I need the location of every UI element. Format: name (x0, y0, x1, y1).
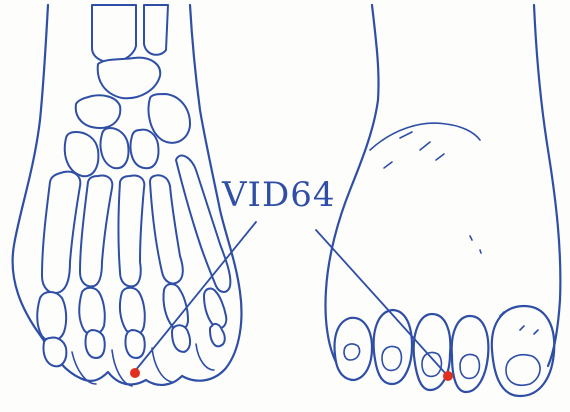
toe-little (335, 318, 372, 380)
tibia-bone (92, 5, 136, 62)
phalanx-4-proximal (163, 284, 188, 330)
leader-line-left (135, 222, 256, 371)
metatarsal-2 (80, 176, 112, 287)
phalanx-1-distal (43, 337, 66, 366)
fibula-bone (144, 5, 168, 55)
metatarsal-3 (119, 176, 145, 287)
phalanx-3-proximal (120, 288, 145, 335)
cuneiform-medial (65, 132, 99, 176)
phalanx-5-proximal (204, 289, 226, 329)
outline-foot-contour (325, 5, 560, 366)
metatarsal-4 (150, 175, 183, 283)
skeleton-foot (13, 5, 242, 386)
cuneiform-intermediate (101, 128, 129, 168)
phalanx-1-proximal (37, 292, 66, 341)
navicular-bone (76, 95, 121, 128)
phalanx-4-distal (172, 325, 190, 352)
nail-second (460, 354, 479, 378)
outline-foot (325, 5, 560, 396)
talus-bone (98, 58, 161, 99)
phalanx-2-proximal (79, 288, 105, 335)
point-on-foot (443, 371, 453, 381)
metatarsal-1 (42, 172, 80, 293)
cuneiform-lateral (131, 130, 159, 169)
instep-marks (384, 132, 444, 168)
nail-little (344, 344, 360, 360)
phalanx-3-distal (125, 330, 144, 358)
toe-big (492, 306, 554, 396)
phalanx-2-distal (85, 330, 104, 358)
point-on-skeleton (130, 368, 140, 378)
nail-fourth (382, 346, 401, 370)
point-label: VID64 (222, 178, 336, 212)
nail-big (506, 355, 540, 385)
